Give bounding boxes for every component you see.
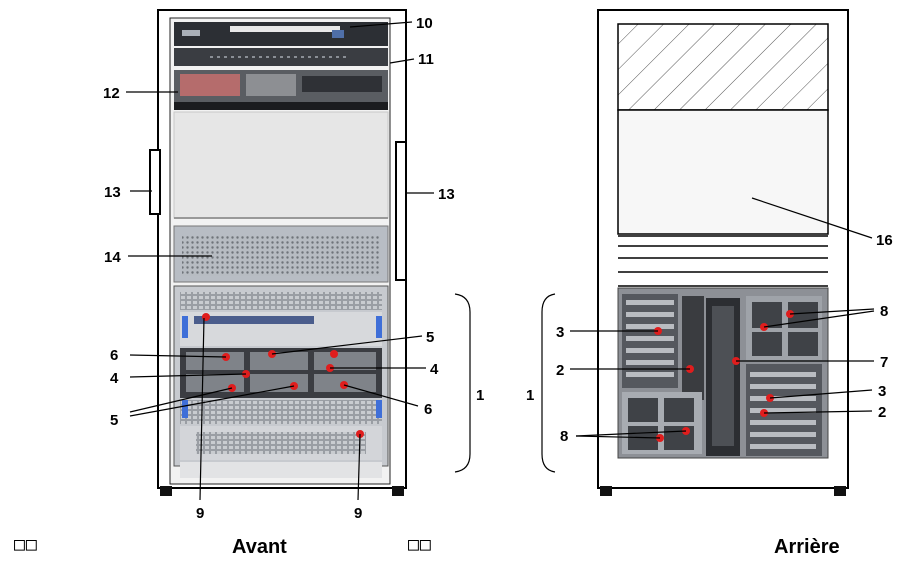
callout-2-right: 2 [878,404,886,421]
callout-1-front: 1 [476,387,484,404]
callout-5-top: 5 [426,329,434,346]
callout-10: 10 [416,15,433,32]
front-right-handle [395,141,407,281]
front-latch-left-top [182,316,188,338]
rear-shelf-lines [618,235,828,287]
rear-cabinet [597,9,849,496]
rear-caption: Arrière [774,536,840,558]
front-foot-right [392,486,404,496]
callout-4-right: 4 [430,361,439,378]
front-foot-left [160,486,172,496]
callout-2-left: 2 [556,362,564,379]
leader-lines [126,21,875,501]
rear-foot-left [600,486,612,496]
front-latch-left-bottom [182,400,188,418]
callout-12: 12 [103,85,120,102]
callout-13-left: 13 [104,184,121,201]
callout-1-rear: 1 [526,387,534,404]
rear-red-markers [654,310,794,442]
callout-9-right: 9 [354,505,362,522]
callout-6-right: 6 [424,401,432,418]
front-latch-right-bottom [376,400,382,418]
console-display [174,22,388,46]
callout-6-left: 6 [110,347,118,364]
callout-13-right: 13 [438,186,455,203]
callout-8-top: 8 [880,303,888,320]
callout-14: 14 [104,249,121,266]
callout-3-left: 3 [556,324,564,341]
callout-labels: 10 11 12 13 13 14 5 6 4 4 5 6 1 9 9 16 8… [103,15,893,522]
callout-8-bottom: 8 [560,428,568,445]
callout-3-right: 3 [878,383,886,400]
callout-7: 7 [880,354,888,371]
front-latch-right-top [376,316,382,338]
callout-4-left: 4 [110,370,119,387]
rear-hatched-panel [617,23,829,111]
rear-blank-panel [617,109,829,235]
callout-9-left: 9 [196,505,204,522]
front-left-handle [149,149,161,215]
rear-foot-right [834,486,846,496]
callout-11: 11 [418,51,434,68]
callout-5-bottom: 5 [110,412,118,429]
front-cabinet [149,9,407,496]
rear-marker-glyph: □□ [408,534,432,555]
front-marker-glyph: □□ [14,534,38,555]
callout-16: 16 [876,232,893,249]
front-caption: Avant [232,536,287,558]
front-blank-panel [173,111,389,219]
